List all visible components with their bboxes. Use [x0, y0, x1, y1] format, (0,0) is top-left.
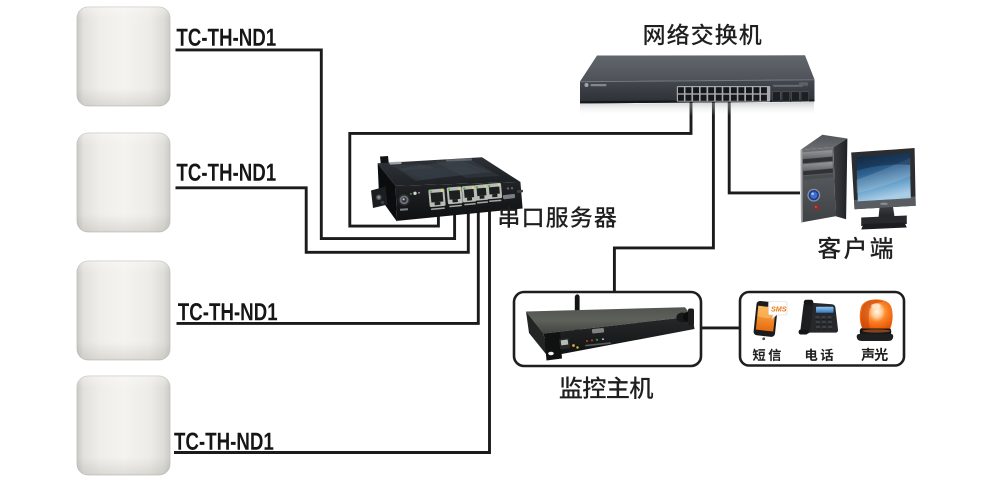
svg-text:SMS: SMS [771, 305, 787, 314]
